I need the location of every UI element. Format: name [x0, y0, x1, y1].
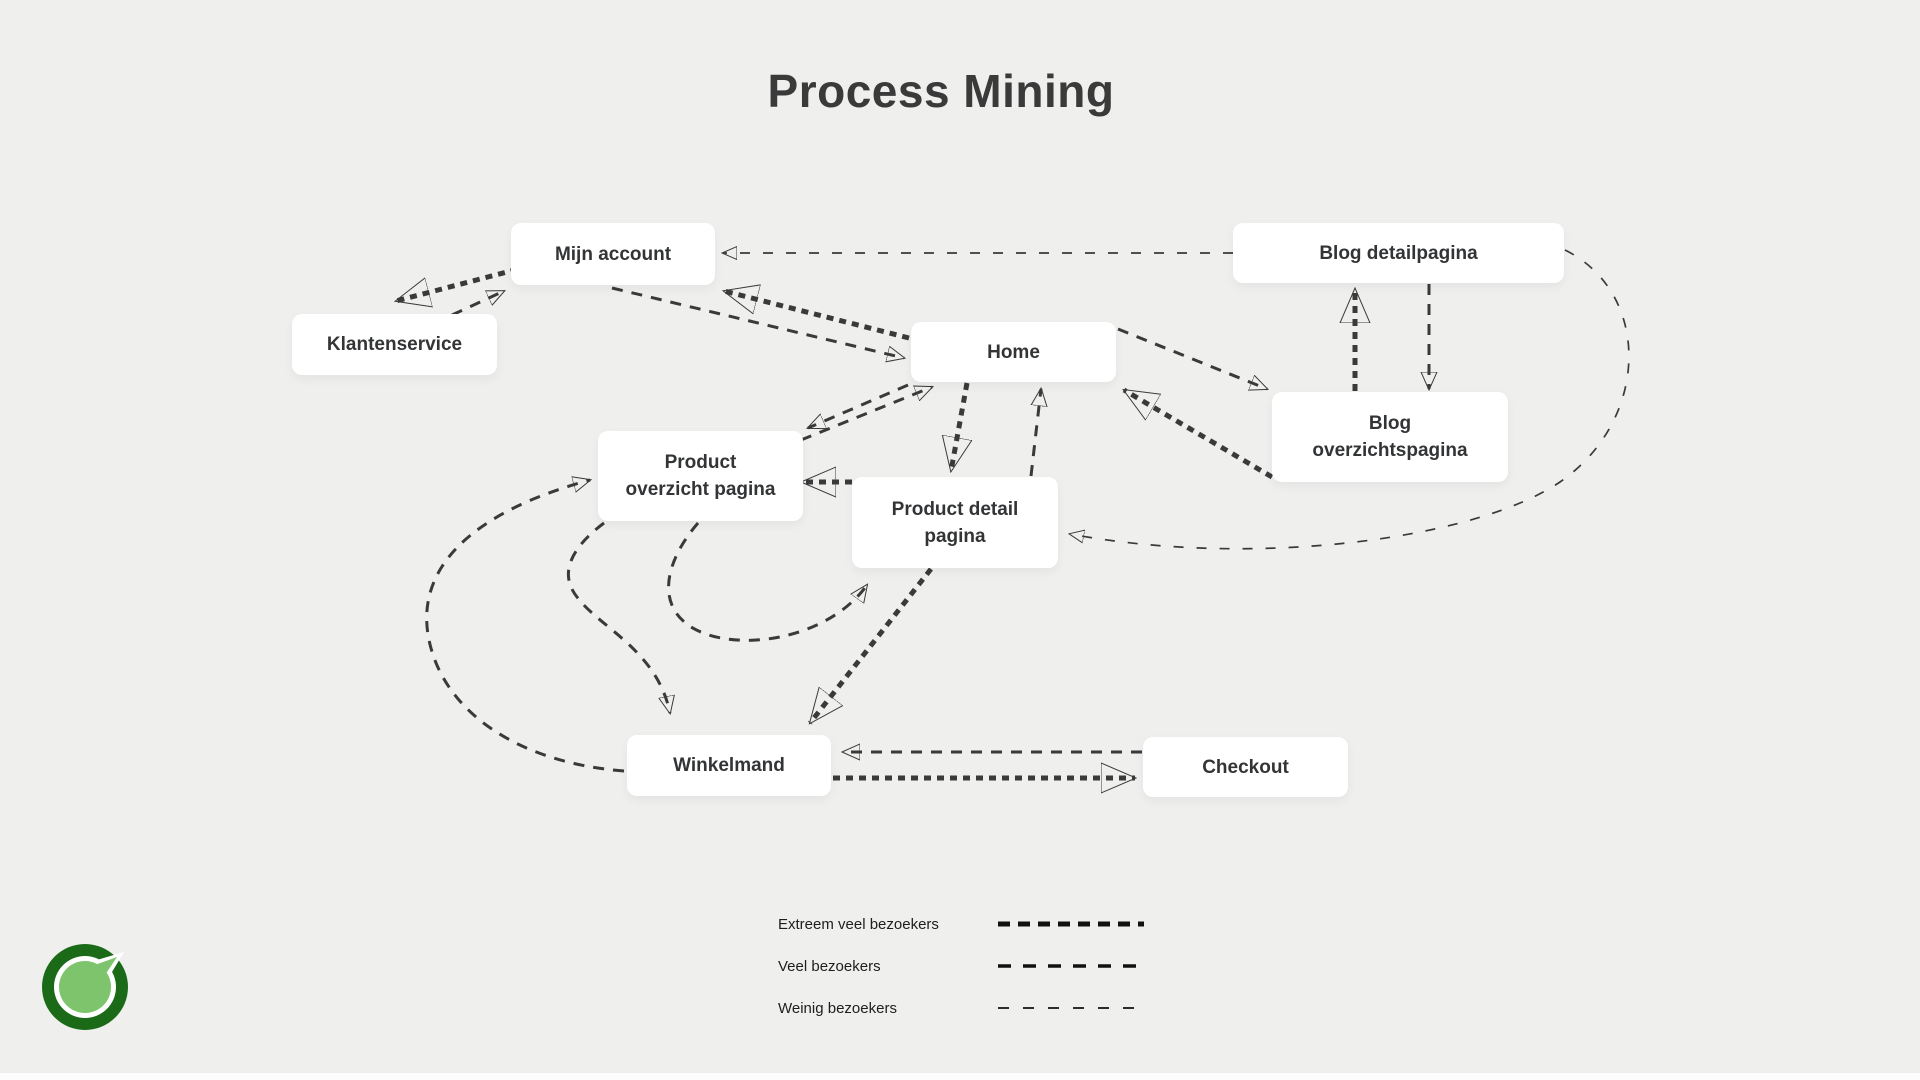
legend-label-extreem-veel: Extreem veel bezoekers	[778, 915, 939, 933]
edge-klantenservice-to-mijn-account	[451, 289, 504, 317]
legend-line-extreem-veel	[998, 921, 1144, 927]
edge-product-detail-pagina-to-winkelmand	[808, 567, 933, 723]
node-product-detail-pagina: Product detail pagina	[852, 477, 1058, 568]
edge-mijn-account-to-klantenservice	[396, 263, 531, 301]
node-home: Home	[911, 322, 1116, 382]
node-winkelmand: Winkelmand	[627, 735, 831, 796]
node-label: Winkelmand	[673, 755, 785, 776]
edge-product-detail-pagina-to-home	[1029, 389, 1041, 477]
legend-row: Weinig bezoekers	[778, 987, 1146, 1029]
node-label: Home	[987, 341, 1040, 363]
node-label: Blog detailpagina	[1319, 242, 1478, 264]
legend-label-veel: Veel bezoekers	[778, 957, 881, 975]
node-klantenservice: Klantenservice	[292, 314, 497, 375]
node-blog-detailpagina: Blog detailpagina	[1233, 223, 1564, 283]
legend-row: Extreem veel bezoekers	[778, 903, 1146, 945]
node-label: Mijn account	[554, 243, 672, 265]
legend-row: Veel bezoekers	[778, 945, 1146, 987]
legend: Extreem veel bezoekers Veel bezoekers We…	[778, 903, 1146, 1029]
edge-home-to-blog-overzichtspagina	[1117, 327, 1267, 389]
node-label: overzichtspagina	[1312, 440, 1468, 461]
node-blog-overzichtspagina: Blog overzichtspagina	[1272, 392, 1508, 482]
node-label: Blog	[1368, 413, 1412, 434]
edge-product-overzicht-pagina-to-product-detail-pagina	[667, 522, 867, 642]
edge-home-to-product-detail-pagina	[951, 382, 967, 471]
node-label: overzicht pagina	[625, 479, 776, 500]
edge-product-overzicht-pagina-to-winkelmand	[567, 521, 670, 713]
legend-line-weinig	[998, 1007, 1144, 1009]
edge-winkelmand-to-product-overzicht-pagina	[425, 480, 625, 773]
node-label: pagina	[924, 525, 986, 547]
company-logo	[42, 944, 128, 1030]
node-label: Product detail	[891, 498, 1019, 520]
node-label: Product	[664, 452, 737, 473]
bottom-strip	[0, 1073, 1920, 1080]
edge-home-to-mijn-account	[724, 291, 910, 341]
legend-line-veel	[998, 964, 1144, 968]
edge-blog-detailpagina-to-product-detail-pagina	[1070, 249, 1630, 550]
node-product-overzicht-pagina: Product overzicht pagina	[598, 431, 803, 521]
page-title: Process Mining	[767, 65, 1115, 117]
node-mijn-account: Mijn account	[511, 223, 715, 285]
edge-mijn-account-to-home	[611, 286, 904, 358]
node-label: Checkout	[1202, 756, 1289, 778]
node-label: Klantenservice	[326, 334, 463, 355]
edge-blog-overzichtspagina-to-home	[1124, 387, 1274, 480]
edge-home-to-product-overzicht-pagina	[808, 383, 909, 430]
node-checkout: Checkout	[1143, 737, 1348, 797]
legend-label-weinig: Weinig bezoekers	[778, 999, 897, 1017]
edge-product-overzicht-pagina-to-home	[800, 387, 932, 442]
